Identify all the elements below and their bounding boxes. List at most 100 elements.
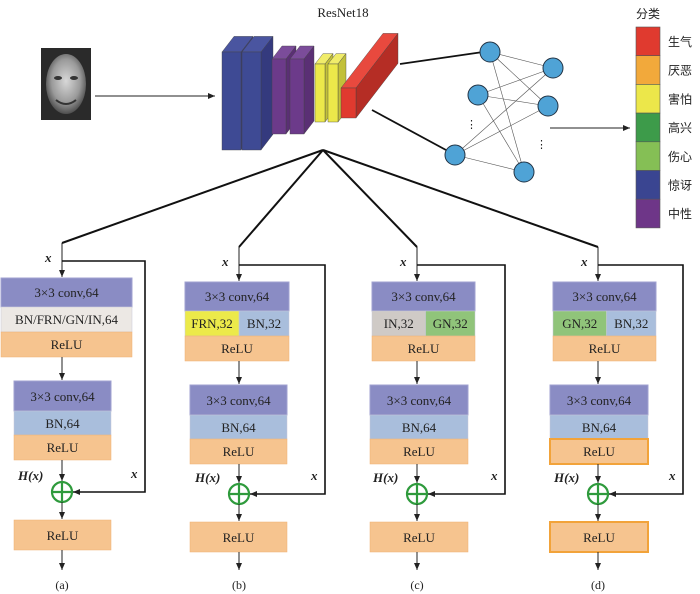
neuron-node [537,95,559,117]
legend-label: 厌恶 [668,64,692,78]
neuron-node [479,41,501,63]
connector-line [322,149,418,248]
input-x-label: x [399,254,407,269]
skip-connection [598,264,684,497]
legend-swatch [635,84,661,114]
layer-red [340,32,399,119]
neuron-node [513,161,535,183]
legend-swatch [635,112,661,143]
legend-label: 伤心 [668,150,692,164]
layer-purple-2 [289,45,315,135]
nn-edge [489,51,525,173]
conv-layer [369,384,469,416]
skip-x-label: x [310,468,318,483]
resnet-layers [221,32,399,151]
conv-layer [0,277,133,308]
conv-layer [371,281,476,312]
relu-label: ReLU [221,341,253,356]
legend-label: 害怕 [668,91,692,106]
slab-front [327,63,339,123]
bn-layer [13,410,112,436]
nn-edge [489,51,554,69]
conv-layer [189,384,288,416]
legend-swatch [635,141,661,171]
bn-label: BN,64 [221,420,256,435]
relu-layer [189,438,288,465]
norm-label: GN,32 [433,316,468,331]
connector-line [238,149,324,248]
hx-label: H(x) [553,470,579,485]
norm-layer [425,310,476,337]
norm-label: BN,32 [614,316,648,331]
conv-label: 3×3 conv,64 [206,393,271,408]
bn-layer [369,414,469,440]
legend-swatch [635,198,661,229]
output-relu-layer [369,521,469,553]
relu-label: ReLU [408,341,440,356]
relu-label: ReLU [47,440,79,455]
slab-front [271,58,287,135]
input-x-label: x [44,250,52,265]
nn-edge [477,94,549,107]
relu-layer [549,438,649,465]
relu-label: ReLU [589,341,621,356]
slab-front [289,58,305,135]
relu-label: ReLU [403,444,435,459]
nn-edge [454,154,525,173]
bn-label: BN,64 [582,420,617,435]
neuron-node [467,84,489,106]
relu-label: ReLU [51,337,83,352]
conv-label: 3×3 conv,64 [205,289,270,304]
skip-connection [62,260,146,495]
legend-label: 生气 [668,34,692,49]
nn-edge [477,67,554,96]
legend-swatch [635,170,661,200]
bn-label: BN,64 [45,416,80,431]
norm-label: IN,32 [384,316,414,331]
norm-label: FRN,32 [191,316,233,331]
hx-label: H(x) [372,470,398,485]
nn-edge [454,67,554,156]
legend-label: 惊讶 [668,178,692,193]
nn-edge [477,94,525,173]
conv-layer [13,380,112,412]
panel-caption: (d) [591,578,605,592]
conv-label: 3×3 conv,64 [30,389,95,404]
ellipsis-dots: ⋮ [466,119,477,131]
ellipsis-dots: ⋮ [536,139,547,151]
skip-connection [239,264,326,497]
relu-layer [371,335,476,362]
connector-line [61,149,324,244]
hx-label: H(x) [17,468,43,483]
conv-layer [549,384,649,416]
panel-caption: (a) [55,578,68,592]
output-relu-layer [549,521,649,553]
skip-x-label: x [130,466,138,481]
neuron-node [542,57,564,79]
output-relu-layer [13,519,112,551]
output-relu-label: ReLU [583,530,615,545]
nn-edge [489,51,549,107]
conv-layer [184,281,290,312]
fully-connected-network: ⋮⋮ [371,41,564,183]
bn-label: BN,64 [402,420,437,435]
conv-label: 3×3 conv,64 [572,289,637,304]
relu-layer [0,331,133,358]
face-image [41,48,91,120]
conv-label: 3×3 conv,64 [34,285,99,300]
hx-label: H(x) [194,470,220,485]
slab-front [221,51,242,151]
norm-layer [184,310,240,337]
neuron-node [444,144,466,166]
panel-caption: (b) [232,578,246,592]
legend-swatch [635,55,661,85]
norm-label: BN,32 [247,316,281,331]
output-relu-label: ReLU [403,530,435,545]
conv-layer [552,281,657,312]
